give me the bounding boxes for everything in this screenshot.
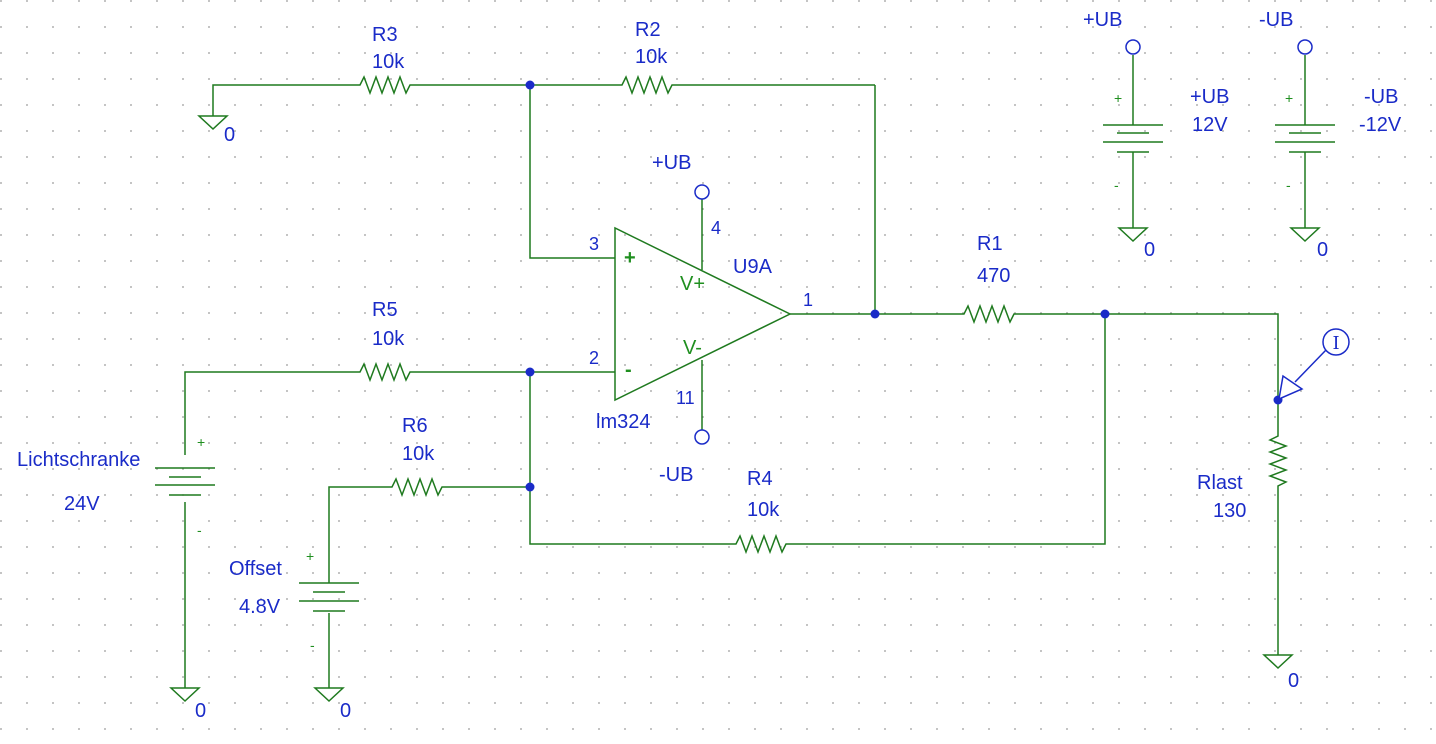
ground-ub-pos-label: 0 [1144, 239, 1155, 261]
offset-value: 4.8V [239, 596, 281, 618]
wire-to-rlast[interactable] [1105, 313, 1279, 432]
junction-inv-input[interactable] [525, 367, 535, 377]
opamp-supply-neg-label: -UB [659, 464, 693, 486]
wire-r3-ground[interactable] [212, 84, 330, 112]
ub-neg-plus: + [1285, 90, 1293, 106]
ub-pos-value: 12V [1192, 114, 1228, 136]
probe-circle [1322, 328, 1350, 356]
ub-pos-plus: + [1114, 90, 1122, 106]
r5-name: R5 [372, 299, 398, 321]
ground-r3[interactable]: 0 [197, 112, 235, 146]
r1-name: R1 [977, 233, 1003, 255]
ub-neg-minus: - [1286, 177, 1291, 193]
ground-lichtschranke-label: 0 [195, 700, 206, 722]
ground-offset-label: 0 [340, 700, 351, 722]
rlast-value: 130 [1213, 500, 1246, 522]
junction-r3-r2[interactable] [525, 80, 535, 90]
probe-stem [1294, 349, 1327, 383]
resistor-r1[interactable]: R1 470 [932, 233, 1040, 325]
probe-label: I [1332, 333, 1339, 354]
ub-pos-port-label: +UB [1083, 9, 1122, 31]
opamp-plus-sign: + [624, 247, 636, 269]
ground-lichtschranke[interactable]: 0 [169, 687, 206, 722]
r2-name: R2 [635, 19, 661, 41]
source-lichtschranke[interactable]: + - Lichtschranke 24V [17, 434, 215, 538]
source-offset[interactable]: + - Offset 4.8V [229, 548, 359, 653]
lichtschranke-value: 24V [64, 493, 100, 515]
ground-rlast[interactable]: 0 [1262, 654, 1299, 692]
opamp-supply-pos-label: +UB [652, 152, 691, 174]
opamp-vplus-label: V+ [680, 273, 705, 295]
opamp-supply-pos-port[interactable]: +UB [652, 152, 710, 200]
opamp-name: U9A [733, 256, 773, 278]
ground-offset[interactable]: 0 [313, 687, 351, 722]
opamp-u9a[interactable]: + - V+ V- U9A lm324 3 2 1 4 11 [589, 218, 813, 433]
wires [184, 55, 1306, 688]
opamp-minus-sign: - [625, 359, 632, 381]
wire-noninv-input[interactable] [529, 85, 615, 259]
ub-pos-minus: - [1114, 177, 1119, 193]
resistor-rlast[interactable]: Rlast 130 [1197, 432, 1289, 522]
lichtschranke-minus: - [197, 522, 202, 538]
ub-neg-port [1297, 39, 1313, 55]
resistor-r5[interactable]: R5 10k [330, 299, 440, 383]
lichtschranke-name: Lichtschranke [17, 449, 140, 471]
opamp-vminus-label: V- [683, 337, 702, 359]
rlast-name: Rlast [1197, 472, 1243, 494]
resistor-r4[interactable]: R4 10k [715, 468, 820, 555]
ground-r3-label: 0 [224, 124, 235, 146]
r5-value: 10k [372, 328, 405, 350]
wire-lichtschranke-r5[interactable] [184, 371, 330, 455]
offset-minus: - [310, 637, 315, 653]
opamp-pin-noninv: 3 [589, 234, 599, 254]
r6-name: R6 [402, 415, 428, 437]
source-ub-neg[interactable]: -UB + - -UB -12V [1259, 9, 1402, 193]
resistor-r3[interactable]: R3 10k [330, 24, 440, 96]
ub-neg-port-label: -UB [1259, 9, 1293, 31]
r3-name: R3 [372, 24, 398, 46]
r2-value: 10k [635, 46, 668, 68]
r6-value: 10k [402, 443, 435, 465]
ub-neg-value: -12V [1359, 114, 1402, 136]
ground-ub-neg[interactable]: 0 [1289, 227, 1328, 261]
wire-r4-left[interactable] [529, 487, 715, 545]
opamp-pin-vpos: 4 [711, 218, 721, 238]
opamp-pin-vneg: 11 [676, 388, 695, 408]
r3-value: 10k [372, 51, 405, 73]
current-probe[interactable]: I [1278, 328, 1350, 401]
r1-value: 470 [977, 265, 1010, 287]
offset-plus: + [306, 548, 314, 564]
probe-arrow-icon [1278, 374, 1304, 401]
junction-r1-r4[interactable] [1100, 309, 1110, 319]
ub-pos-name: +UB [1190, 86, 1229, 108]
resistor-r6[interactable]: R6 10k [360, 415, 470, 498]
ub-pos-port [1125, 39, 1141, 55]
source-ub-pos[interactable]: +UB + - +UB 12V [1083, 9, 1229, 193]
r4-name: R4 [747, 468, 773, 490]
ub-neg-name: -UB [1364, 86, 1398, 108]
ground-ub-neg-label: 0 [1317, 239, 1328, 261]
junction-r6-r4[interactable] [525, 482, 535, 492]
offset-name: Offset [229, 558, 282, 580]
opamp-triangle [614, 226, 792, 402]
ground-ub-pos[interactable]: 0 [1117, 227, 1155, 261]
opamp-pin-inv: 2 [589, 348, 599, 368]
junction-output[interactable] [870, 309, 880, 319]
resistor-r2[interactable]: R2 10k [612, 19, 675, 96]
opamp-part: lm324 [596, 411, 650, 433]
wire-r4-feedback[interactable] [820, 314, 1106, 545]
opamp-supply-neg-port[interactable]: -UB [659, 429, 710, 486]
opamp-pin-out: 1 [803, 290, 813, 310]
wire-offset-r6[interactable] [328, 486, 360, 583]
r4-value: 10k [747, 499, 780, 521]
lichtschranke-plus: + [197, 434, 205, 450]
ground-rlast-label: 0 [1288, 670, 1299, 692]
